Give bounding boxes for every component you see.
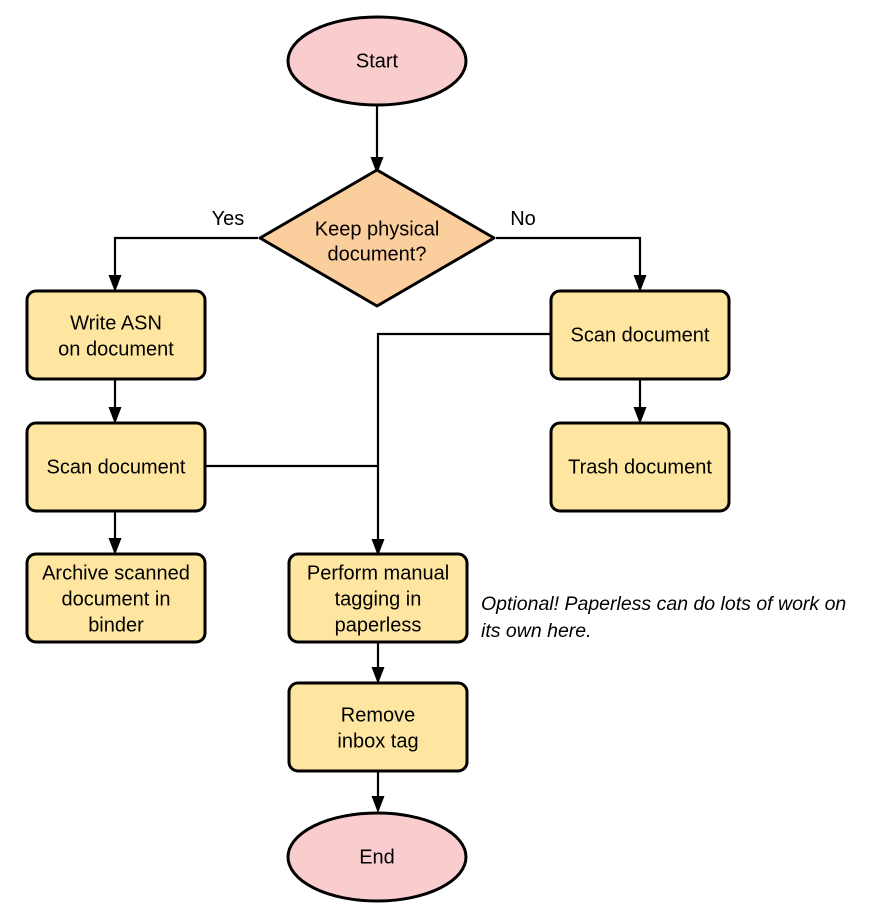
- edge-label-yes: Yes: [212, 208, 245, 230]
- optional-note-line1: Optional! Paperless can do lots of work …: [481, 593, 846, 615]
- scan-document-left-label: Scan document: [47, 456, 186, 478]
- scan-document-right-box: [549, 289, 731, 381]
- decision-label-line2: document?: [328, 243, 427, 265]
- edge-scan-right-to-trash: [633, 379, 647, 424]
- edge-label-no: No: [510, 208, 536, 230]
- manual-tagging-label-line2: tagging in: [335, 588, 422, 610]
- node-scan-document-left[interactable]: Scan document: [25, 421, 207, 513]
- manual-tagging-label-line3: paperless: [335, 614, 422, 636]
- write-asn-label-line1: Write ASN: [70, 312, 162, 334]
- remove-inbox-tag-label-line2: inbox tag: [337, 730, 418, 752]
- trash-document-box: [549, 421, 731, 513]
- write-asn-label-line2: on document: [58, 338, 174, 360]
- archive-label-line2: document in: [62, 588, 171, 610]
- edge-manual-tagging-to-remove-inbox: [371, 642, 385, 684]
- node-scan-document-right[interactable]: Scan document: [549, 289, 731, 381]
- write-asn-box: [25, 289, 207, 381]
- edges-layer: Yes No: [108, 105, 647, 813]
- scan-document-right-label: Scan document: [571, 324, 710, 346]
- start-ellipse: [286, 15, 468, 107]
- node-perform-manual-tagging[interactable]: Perform manual tagging in paperless: [287, 552, 469, 644]
- scan-document-left-box: [25, 421, 207, 513]
- archive-label-line1: Archive scanned: [42, 562, 190, 584]
- node-trash-document[interactable]: Trash document: [549, 421, 731, 513]
- manual-tagging-box: [287, 552, 469, 644]
- node-remove-inbox-tag[interactable]: Remove inbox tag: [287, 681, 469, 773]
- remove-inbox-tag-label-line1: Remove: [341, 704, 415, 726]
- node-start[interactable]: Start: [286, 15, 468, 107]
- edge-decision-to-write-asn: Yes: [108, 208, 258, 292]
- node-write-asn-on-document[interactable]: Write ASN on document: [25, 289, 207, 381]
- edge-start-to-decision: [370, 105, 384, 174]
- end-label: End: [359, 846, 395, 868]
- archive-label-line3: binder: [88, 614, 144, 636]
- edge-scan-left-to-archive: [108, 511, 122, 555]
- node-end[interactable]: End: [286, 811, 468, 903]
- trash-document-label: Trash document: [568, 456, 712, 478]
- edge-remove-inbox-to-end: [371, 771, 385, 813]
- end-ellipse: [286, 811, 468, 903]
- edge-decision-to-scan-right: No: [496, 208, 647, 292]
- annotations-layer: Optional! Paperless can do lots of work …: [481, 593, 846, 642]
- nodes-layer: Start Keep physical document? Write ASN …: [25, 15, 731, 903]
- decision-diamond: [258, 168, 496, 308]
- remove-inbox-tag-box: [287, 681, 469, 773]
- start-label: Start: [356, 50, 399, 72]
- node-archive-scanned-document[interactable]: Archive scanned document in binder: [25, 552, 207, 644]
- edge-scan-right-to-manual-tagging: [371, 332, 551, 556]
- archive-box: [25, 552, 207, 644]
- node-decision-keep-physical-document[interactable]: Keep physical document?: [258, 168, 496, 308]
- manual-tagging-label-line1: Perform manual: [307, 562, 449, 584]
- optional-note-line2: its own here.: [481, 620, 592, 642]
- edge-write-asn-to-scan-left: [108, 379, 122, 424]
- decision-label-line1: Keep physical: [315, 218, 440, 240]
